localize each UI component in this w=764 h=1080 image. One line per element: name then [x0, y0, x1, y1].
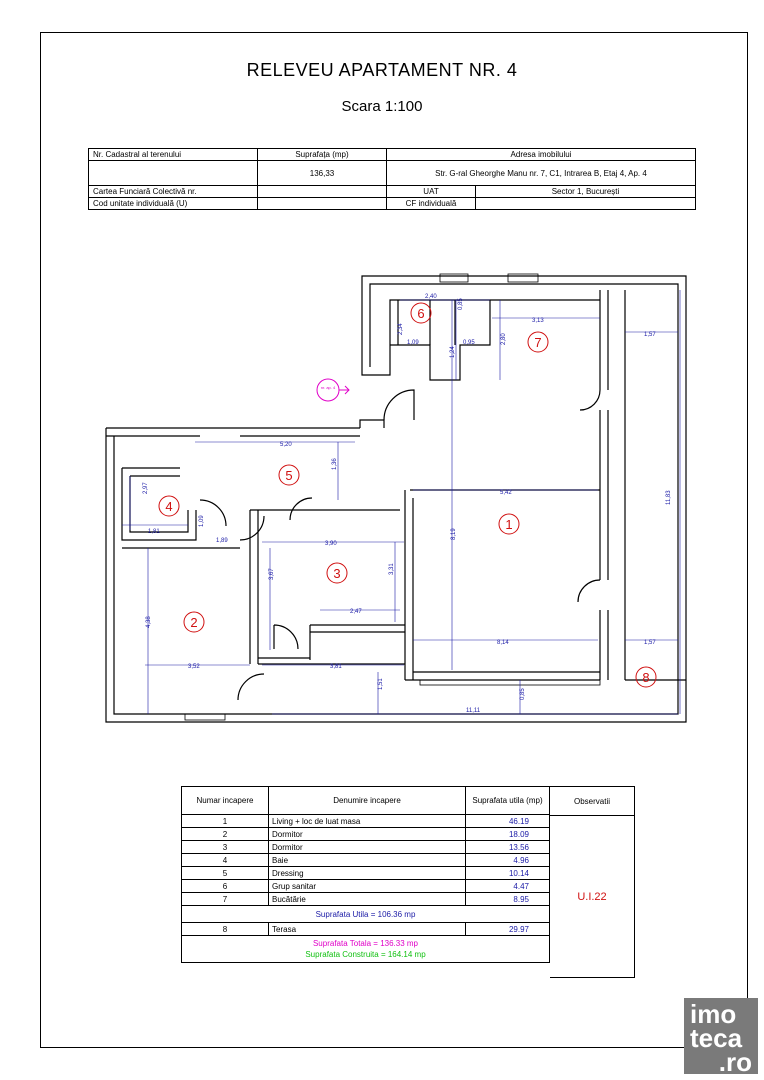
- rooms-table: Numar incapere Denumire incapere Suprafa…: [181, 786, 550, 963]
- dim-label: 3,90: [325, 541, 337, 547]
- built-area: Suprafata Construita = 164.14 mp: [305, 950, 426, 959]
- dim-label: 1,57: [644, 640, 656, 646]
- drawing-sheet: [40, 32, 748, 1048]
- cadastral-info-table: Nr. Cadastral al terenului Suprafața (mp…: [88, 148, 696, 210]
- room-3-label: 3: [333, 566, 340, 581]
- floor-plan: 2,40 0,85 2,34 3,13 1,57 1,09 1,24 0,95 …: [105, 273, 687, 723]
- total-area: Suprafata Totala = 136.33 mp: [312, 939, 419, 948]
- dim-label: 1,36: [332, 458, 338, 470]
- header-observatii: Observatii: [550, 787, 634, 816]
- suprafata-value: 136,33: [257, 160, 387, 186]
- header-denumire: Denumire incapere: [268, 786, 466, 815]
- room-2-label: 2: [190, 615, 197, 630]
- dim-label: 2,80: [501, 333, 507, 345]
- entrance-marker: nr. ap. 4: [316, 378, 350, 402]
- observatii-value: U.I.22: [577, 891, 607, 903]
- dim-label: 2,47: [350, 609, 362, 615]
- dim-label: 5,20: [280, 442, 292, 448]
- dim-label: 1,24: [450, 346, 456, 358]
- dim-label: 11,83: [666, 490, 672, 505]
- dim-label: 4,38: [146, 616, 152, 628]
- dim-label: 2,40: [425, 294, 437, 300]
- room-4-label: 4: [165, 499, 172, 514]
- dim-label: 1,81: [148, 529, 160, 535]
- imoteca-logo: imo teca .ro: [684, 998, 758, 1075]
- dim-label: 1,51: [378, 678, 384, 690]
- dim-label: 0,85: [520, 688, 526, 700]
- dim-label: 0,95: [463, 340, 475, 346]
- header-numar: Numar incapere: [181, 786, 269, 815]
- dim-label: 2,34: [398, 323, 404, 335]
- dim-label: 1,89: [216, 538, 228, 544]
- page-title: RELEVEU APARTAMENT NR. 4: [246, 60, 518, 80]
- observatii-column: Observatii U.I.22: [550, 786, 635, 978]
- scale-label: Scara 1:100: [341, 98, 423, 115]
- dim-label: 2,97: [143, 482, 149, 494]
- dimension-labels: 2,40 0,85 2,34 3,13 1,57 1,09 1,24 0,95 …: [143, 294, 672, 714]
- dim-label: 3,81: [330, 664, 342, 670]
- entrance-marker-label: nr. ap. 4: [321, 385, 336, 390]
- dim-label: 3,13: [532, 318, 544, 324]
- dim-label: 0,85: [458, 298, 464, 310]
- dim-label: 3,67: [269, 568, 275, 580]
- dim-label: 1,09: [199, 515, 205, 527]
- room-1-label: 1: [505, 517, 512, 532]
- room-5-label: 5: [285, 468, 292, 483]
- dim-label: 8,19: [451, 528, 457, 540]
- dim-label: 3,31: [389, 563, 395, 575]
- dim-label: 3,52: [188, 664, 200, 670]
- dim-label: 8,14: [497, 640, 509, 646]
- total-utila-row: Suprafata Utila = 106.36 mp: [181, 905, 550, 923]
- dim-label: 5,42: [500, 490, 512, 496]
- room-6-label: 6: [417, 306, 424, 321]
- header-suprafata-utila: Suprafata utila (mp): [465, 786, 550, 815]
- dim-label: 1,57: [644, 332, 656, 338]
- room-8-label: 8: [642, 670, 649, 685]
- dim-label: 1,09: [407, 340, 419, 346]
- dim-label: 11,11: [466, 708, 481, 714]
- room-7-label: 7: [534, 335, 541, 350]
- totals-row: Suprafata Totala = 136.33 mp Suprafata Co…: [181, 935, 550, 963]
